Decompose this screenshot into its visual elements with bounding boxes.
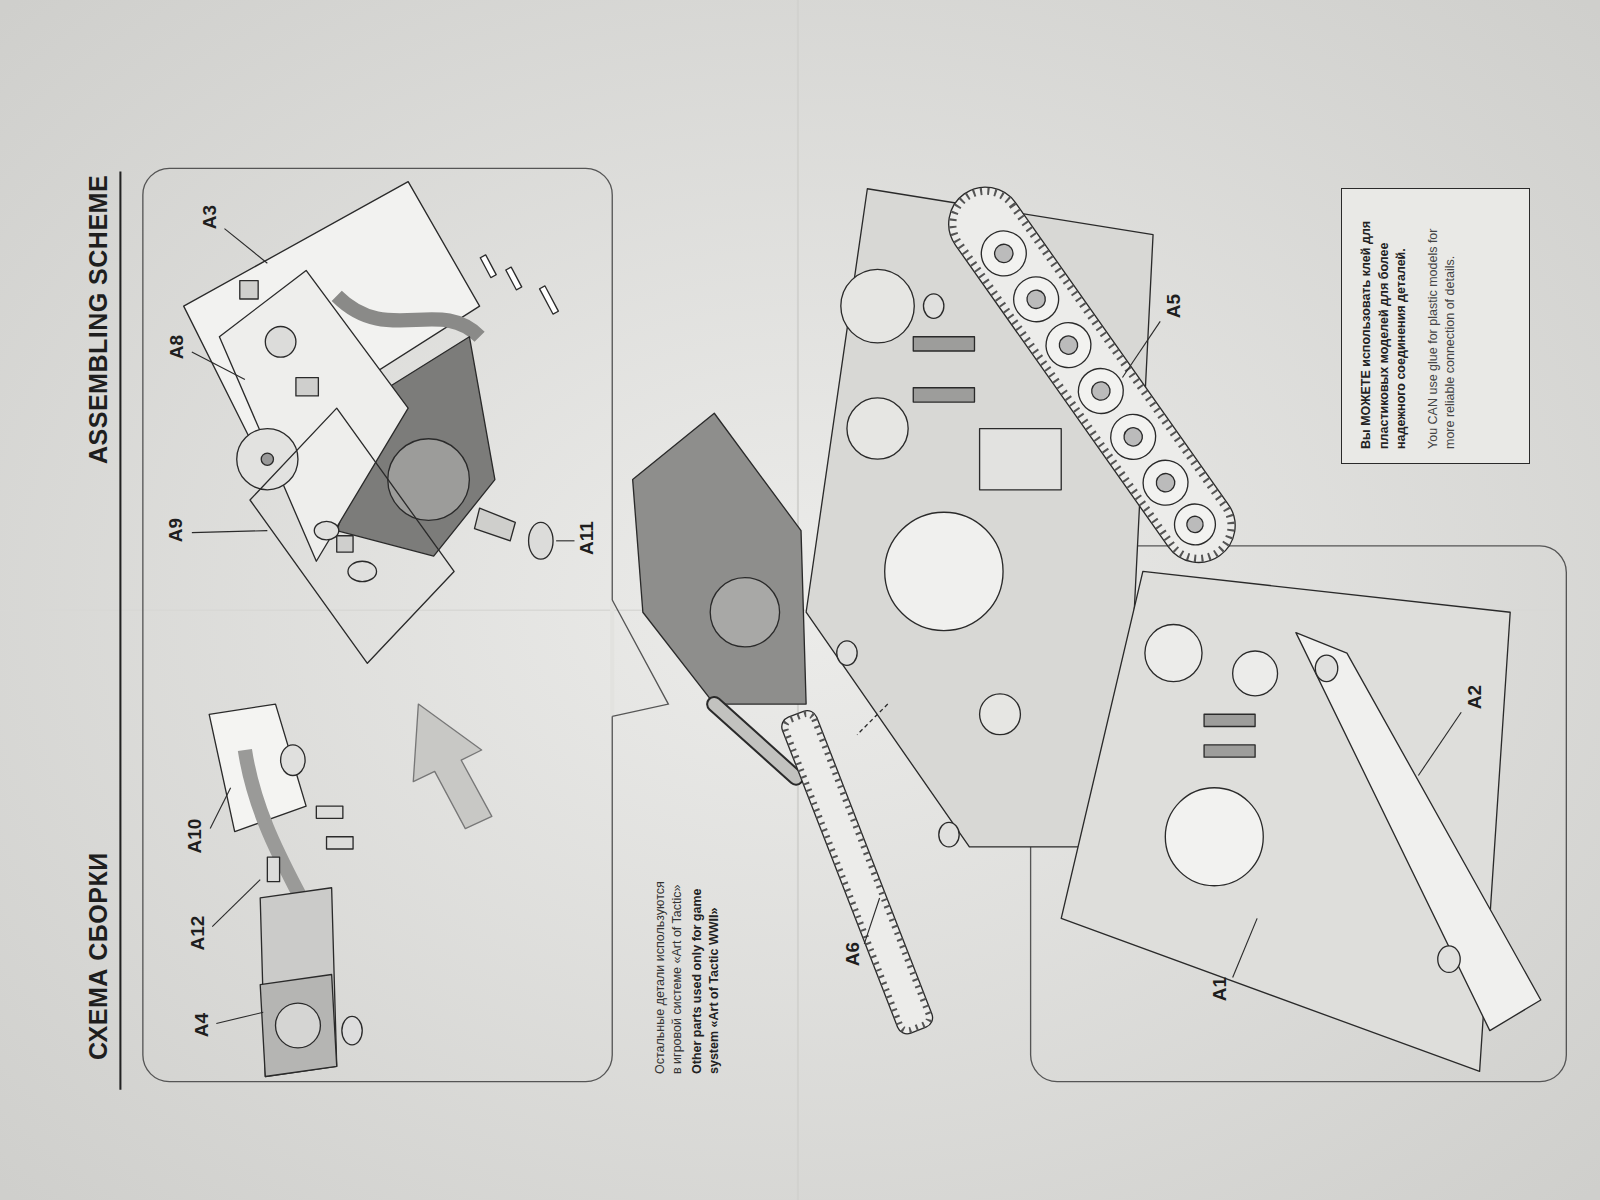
part-label: A3 — [200, 205, 219, 229]
part-label: A2 — [1465, 685, 1484, 709]
part-label: A8 — [167, 335, 186, 359]
part-label: A4 — [192, 1013, 211, 1037]
part-label: A10 — [185, 819, 204, 854]
sheet-title: ASSEMBLING SCHEME — [84, 175, 113, 464]
part-label: A9 — [166, 518, 185, 542]
note-box: Вы МОЖЕТЕ использовать клей для пластико… — [1341, 188, 1530, 464]
part-label: A11 — [577, 521, 596, 555]
part-label: A1 — [1210, 977, 1229, 1001]
note-text: You CAN use glue for plastic models for … — [1425, 203, 1460, 449]
note-text: Вы МОЖЕТЕ использовать клей для пластико… — [1358, 203, 1411, 449]
note-text: Остальные детали используются в игровой … — [652, 874, 686, 1074]
note-text: Other parts used only for game system «A… — [689, 874, 723, 1074]
part-label: A12 — [188, 916, 207, 951]
part-label: A6 — [843, 942, 862, 966]
part-label: A5 — [1164, 294, 1183, 318]
sheet-title: СХЕМА СБОРКИ — [84, 852, 113, 1060]
